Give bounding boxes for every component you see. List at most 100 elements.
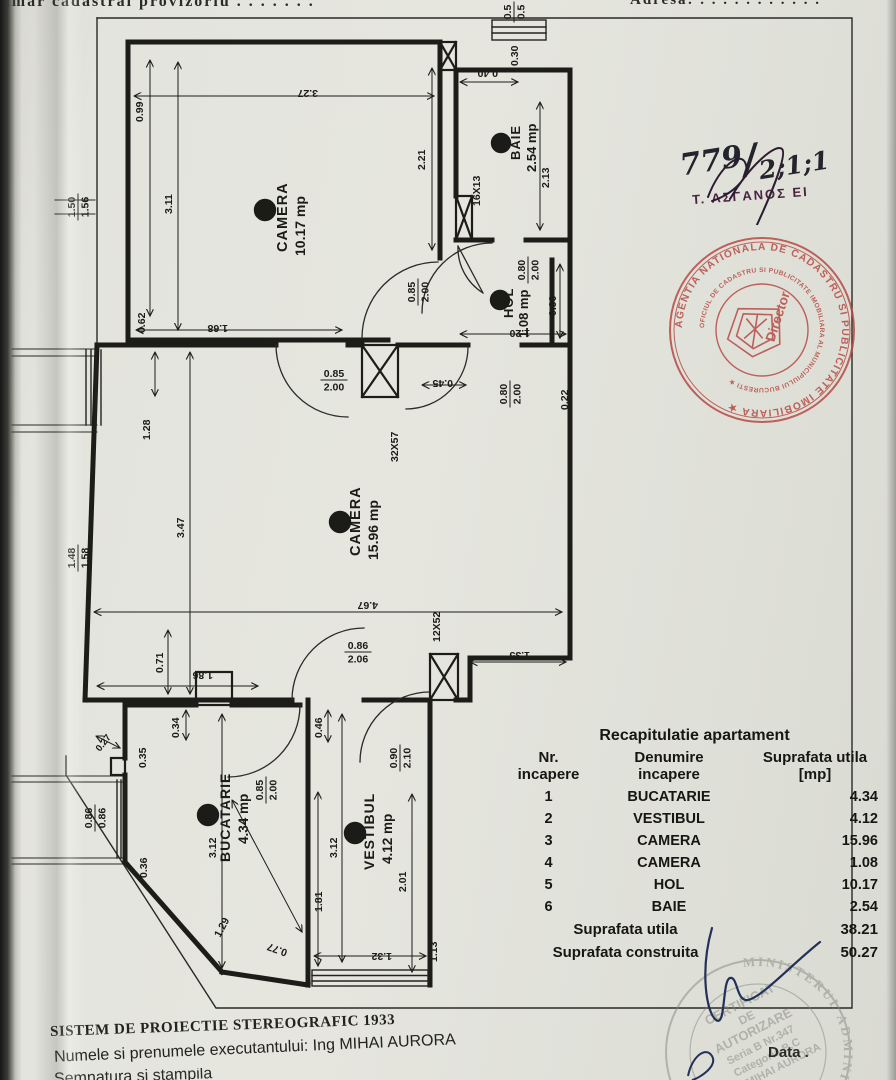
- header-right-text: Adresa: . . . . . . . . . . .: [630, 0, 822, 8]
- margin-label-150-156: 1.501.56: [66, 193, 92, 221]
- dim-1-32: 1.32: [371, 950, 392, 962]
- room2-number: 2: [352, 827, 359, 841]
- recap-table-wrap: Recapitulatie apartament Nr.incapere Den…: [505, 726, 884, 964]
- svg-text:1.56: 1.56: [80, 197, 92, 218]
- room2-area: 4.12 mp: [380, 814, 395, 864]
- dim-1-20: 1.20: [509, 327, 530, 339]
- room6-number: 6: [498, 139, 504, 151]
- room1-area: 4.34 mp: [236, 794, 251, 844]
- dim-2-13: 2.13: [540, 167, 552, 188]
- dim-32x57: 32X57: [389, 431, 401, 462]
- table-title: Recapitulatie apartament: [599, 727, 790, 744]
- col-header-suprafata: Suprafata utila[mp]: [762, 749, 868, 783]
- header-right-clip: Adresa: . . . . . . . . . . .: [630, 0, 860, 10]
- col-header-nr: Nr.incapere: [517, 749, 580, 783]
- cert-line2: DE: [736, 1008, 757, 1028]
- header-left-text: numar cadastral provizoriu . . . . . . .: [0, 0, 315, 10]
- svg-text:0.80: 0.80: [498, 384, 510, 405]
- total-construita-label: Suprafata construita: [552, 944, 699, 961]
- table-title-row: Recapitulatie apartament: [505, 726, 884, 746]
- dim-0-36: 0.36: [138, 857, 150, 878]
- dim-2-21: 2.21: [416, 149, 428, 170]
- dim-0-22: 0.22: [559, 389, 571, 410]
- dim-0-40: 0.40: [477, 67, 498, 79]
- room4-number: 4: [262, 204, 269, 218]
- svg-text:2.00: 2.00: [530, 260, 542, 281]
- dim-0-99: 0.99: [134, 101, 146, 122]
- svg-text:0.80: 0.80: [516, 260, 528, 281]
- total-utila-value: 38.21: [840, 921, 878, 938]
- room-vestibul-label: 2 VESTIBUL 4.12 mp: [343, 793, 395, 870]
- svg-text:0.90: 0.90: [388, 748, 400, 769]
- table-row: 4 CAMERA 1.08: [544, 855, 878, 871]
- dim-0-71: 0.71: [154, 652, 166, 673]
- dim-1-35: 1.35: [509, 649, 530, 661]
- svg-text:0.85: 0.85: [324, 368, 345, 380]
- table-row: 6 BAIE 2.54: [544, 899, 878, 915]
- dim-3-12-a: 3.12: [207, 837, 219, 858]
- dim-3-47: 3.47: [175, 517, 187, 538]
- room1-number: 1: [205, 809, 212, 823]
- room4-name: CAMERA: [275, 182, 291, 252]
- room1-name: BUCATARIE: [217, 773, 233, 862]
- room-bucatarie-label: 1 BUCATARIE 4.34 mp: [196, 773, 251, 862]
- svg-text:1.48: 1.48: [66, 548, 78, 569]
- margin-label-148-158: 1.481.58: [66, 544, 92, 572]
- header-left-clip: numar cadastral provizoriu . . . . . . .: [0, 0, 460, 15]
- svg-text:0.85: 0.85: [254, 780, 266, 801]
- room-camera4-label: 4 CAMERA 10.17 mp: [253, 182, 308, 256]
- dim-2-01: 2.01: [397, 871, 409, 892]
- svg-text:2.00: 2.00: [324, 382, 345, 394]
- svg-text:0.5: 0.5: [502, 5, 514, 20]
- room6-name: BAIE: [508, 125, 523, 160]
- room-camera3-label: 3 CAMERA 15.96 mp: [328, 486, 381, 560]
- svg-text:2.06: 2.06: [348, 654, 369, 666]
- signature-stamp-line-clip: Semnatura si stampila: [54, 1068, 354, 1080]
- table-row: 3 CAMERA 15.96: [544, 833, 878, 849]
- dim-1-81: 1.81: [313, 891, 325, 912]
- dim-0-90: 0.90: [547, 295, 559, 316]
- dim-0-46: 0.46: [313, 717, 325, 738]
- room3-name: CAMERA: [348, 486, 364, 556]
- room5-name: HOL: [501, 288, 516, 318]
- dim-16x13: 16X13: [471, 175, 483, 206]
- dim-0-45: 0.45: [432, 377, 453, 389]
- dim-12x52: 12X52: [431, 611, 443, 642]
- room5-area: 1.08 mp: [516, 290, 531, 338]
- table-total-row: Suprafata utila 38.21: [505, 918, 884, 941]
- windows: [85, 19, 547, 987]
- svg-text:0.86: 0.86: [97, 808, 109, 829]
- parcel-boundary: [65, 17, 853, 1009]
- svg-text:0.86: 0.86: [348, 640, 369, 652]
- dim-1-28: 1.28: [141, 419, 153, 440]
- door-label-camera3-top: 0.85 2.00: [320, 368, 348, 394]
- table-row: 1 BUCATARIE 4.34: [544, 789, 878, 805]
- dimension-labels: 3.27 0.99 3.11 0.62 1.68 2.21 16X13 0.40…: [94, 45, 571, 962]
- stamp-emblem: [726, 307, 781, 358]
- svg-text:2.00: 2.00: [512, 384, 524, 405]
- dim-4-67: 4.67: [357, 599, 378, 611]
- dim-3-12-b: 3.12: [328, 837, 340, 858]
- svg-text:1.58: 1.58: [80, 548, 92, 569]
- svg-text:0.85: 0.85: [406, 282, 418, 303]
- room2-name: VESTIBUL: [361, 793, 377, 870]
- page-right-edge: [886, 0, 896, 1080]
- room6-area: 2.54 mp: [524, 124, 539, 172]
- dim-0-30: 0.30: [509, 45, 521, 66]
- svg-text:2.00: 2.00: [420, 282, 432, 303]
- svg-text:2.00: 2.00: [268, 780, 280, 801]
- table-total-row: Suprafata construita 50.27: [505, 941, 884, 964]
- left-margin-lines: [11, 199, 126, 865]
- dim-1-86: 1.86: [192, 669, 213, 681]
- table-row: 2 VESTIBUL 4.12: [544, 811, 878, 827]
- recap-table: Recapitulatie apartament Nr.incapere Den…: [505, 726, 884, 964]
